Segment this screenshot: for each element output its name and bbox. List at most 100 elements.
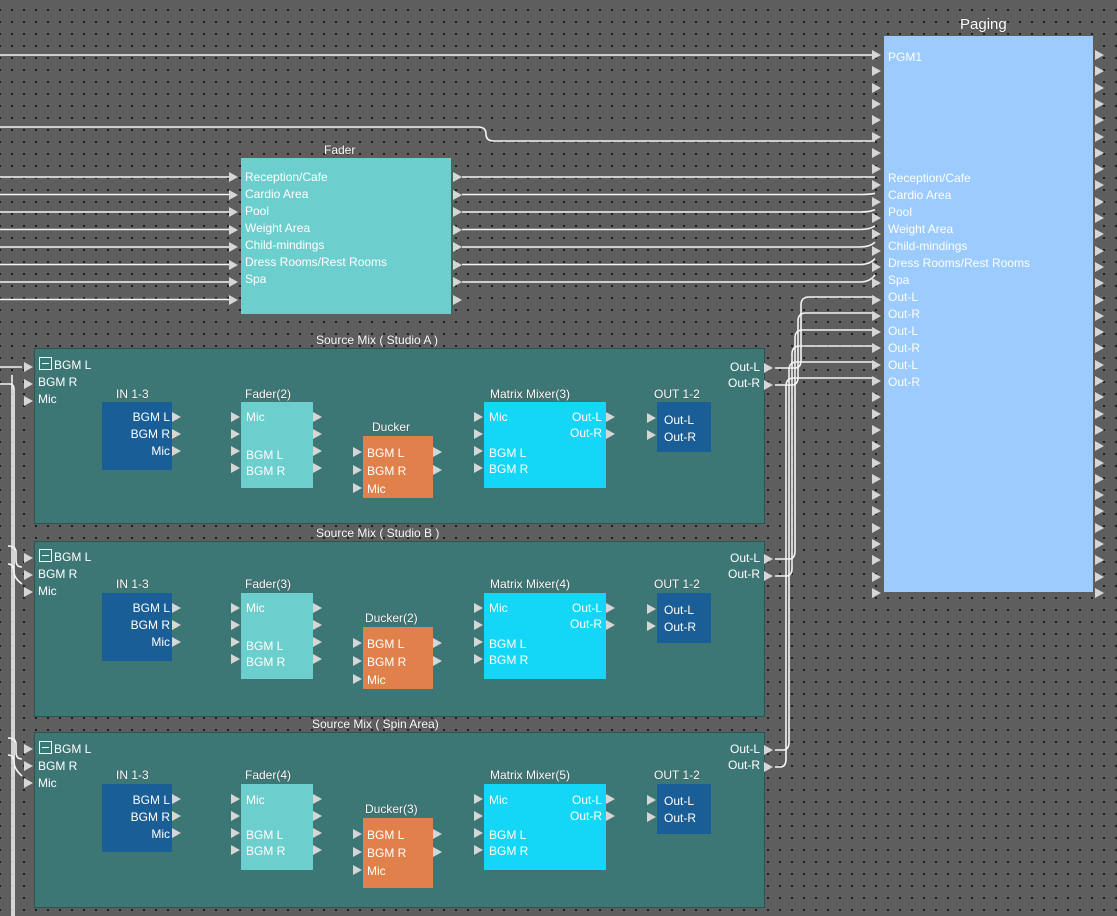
fader-output-port[interactable]	[453, 294, 462, 305]
paging-output-port[interactable]	[1095, 457, 1104, 468]
paging-input-port[interactable]	[872, 506, 881, 517]
paging-input-port[interactable]	[872, 490, 881, 501]
paging-output-port[interactable]	[1095, 408, 1104, 419]
paging-output-port[interactable]	[1095, 180, 1104, 191]
ducker-output-port[interactable]	[433, 447, 442, 457]
paging-output-port[interactable]	[1095, 539, 1104, 549]
sub-fader-input-port[interactable]	[231, 637, 240, 647]
in-block-output-port[interactable]	[172, 637, 181, 647]
paging-input-port[interactable]	[872, 522, 881, 533]
matrix-input-port[interactable]	[474, 620, 483, 630]
out-block-input-port[interactable]	[647, 430, 656, 440]
matrix-mixer-block[interactable]	[484, 784, 606, 870]
source-mix-input-port[interactable]	[24, 396, 33, 406]
paging-input-port[interactable]	[872, 164, 881, 175]
source-mix-output-port[interactable]	[764, 363, 773, 373]
sub-fader-input-port[interactable]	[231, 463, 240, 473]
paging-input-port[interactable]	[872, 98, 881, 109]
matrix-output-port[interactable]	[606, 429, 615, 439]
fader-output-port[interactable]	[453, 224, 462, 235]
paging-input-port[interactable]	[872, 343, 881, 354]
paging-input-port[interactable]	[872, 180, 881, 191]
paging-output-port[interactable]	[1095, 229, 1104, 240]
matrix-input-port[interactable]	[474, 654, 483, 664]
source-mix-output-port[interactable]	[764, 380, 773, 390]
sub-fader-output-port[interactable]	[313, 654, 322, 664]
paging-input-port[interactable]	[872, 115, 881, 126]
paging-output-port[interactable]	[1095, 424, 1104, 435]
matrix-output-port[interactable]	[606, 794, 615, 804]
paging-input-port[interactable]	[872, 213, 881, 223]
ducker-input-port[interactable]	[353, 829, 362, 839]
paging-input-port[interactable]	[872, 571, 881, 582]
ducker-input-port[interactable]	[353, 447, 362, 457]
paging-block[interactable]	[872, 36, 1104, 598]
sub-fader-input-port[interactable]	[231, 794, 240, 804]
sub-fader-input-port[interactable]	[231, 446, 240, 456]
paging-output-port[interactable]	[1095, 164, 1104, 175]
sub-fader-output-port[interactable]	[313, 603, 322, 613]
paging-output-port[interactable]	[1095, 473, 1104, 484]
matrix-input-port[interactable]	[474, 412, 483, 422]
out-block-input-port[interactable]	[647, 604, 656, 614]
fader-output-port[interactable]	[453, 189, 462, 200]
paging-input-port[interactable]	[872, 457, 881, 468]
ducker-input-port[interactable]	[353, 465, 362, 475]
out-block-input-port[interactable]	[647, 621, 656, 631]
paging-output-port[interactable]	[1095, 261, 1104, 272]
out-block[interactable]	[657, 784, 711, 834]
fader-input-port[interactable]	[229, 172, 238, 182]
paging-input-port[interactable]	[872, 310, 881, 321]
out-block-input-port[interactable]	[647, 413, 656, 423]
paging-output-port[interactable]	[1095, 327, 1104, 338]
paging-output-port[interactable]	[1095, 98, 1104, 109]
sub-fader-block[interactable]	[241, 784, 313, 870]
ducker-input-port[interactable]	[353, 865, 362, 875]
fader-output-port[interactable]	[453, 207, 462, 217]
fader-input-port[interactable]	[229, 189, 238, 200]
paging-output-port[interactable]	[1095, 587, 1104, 598]
paging-input-port[interactable]	[872, 245, 881, 256]
fader-input-port[interactable]	[229, 242, 238, 252]
source-mix-output-port[interactable]	[764, 571, 773, 581]
collapse-icon[interactable]	[39, 549, 52, 562]
ducker-input-port[interactable]	[353, 638, 362, 648]
paging-output-port[interactable]	[1095, 392, 1104, 403]
sub-fader-block[interactable]	[241, 402, 313, 488]
paging-input-port[interactable]	[872, 376, 881, 386]
sub-fader-input-port[interactable]	[231, 412, 240, 422]
matrix-input-port[interactable]	[474, 828, 483, 838]
paging-output-port[interactable]	[1095, 131, 1104, 142]
paging-output-port[interactable]	[1095, 245, 1104, 256]
ducker-output-port[interactable]	[433, 829, 442, 839]
matrix-input-port[interactable]	[474, 637, 483, 647]
fader-output-port[interactable]	[453, 259, 462, 270]
matrix-output-port[interactable]	[606, 412, 615, 422]
matrix-output-port[interactable]	[606, 620, 615, 630]
in-block-output-port[interactable]	[172, 446, 181, 456]
paging-input-port[interactable]	[872, 147, 881, 158]
paging-output-port[interactable]	[1095, 66, 1104, 77]
source-mix-input-port[interactable]	[24, 379, 33, 389]
ducker-input-port[interactable]	[353, 674, 362, 684]
paging-output-port[interactable]	[1095, 196, 1104, 207]
sub-fader-output-port[interactable]	[313, 446, 322, 456]
paging-input-port[interactable]	[872, 82, 881, 93]
ducker-output-port[interactable]	[433, 638, 442, 648]
paging-output-port[interactable]	[1095, 278, 1104, 289]
paging-input-port[interactable]	[872, 50, 881, 60]
paging-input-port[interactable]	[872, 66, 881, 77]
paging-input-port[interactable]	[872, 392, 881, 403]
paging-output-port[interactable]	[1095, 147, 1104, 158]
matrix-input-port[interactable]	[474, 845, 483, 855]
paging-output-port[interactable]	[1095, 441, 1104, 452]
fader-input-port[interactable]	[229, 259, 238, 270]
paging-output-port[interactable]	[1095, 522, 1104, 533]
ducker-input-port[interactable]	[353, 483, 362, 493]
source-mix-input-port[interactable]	[24, 570, 33, 580]
fader-block[interactable]	[229, 158, 462, 314]
in-block-output-port[interactable]	[172, 603, 181, 613]
in-block-output-port[interactable]	[172, 828, 181, 838]
ducker-block[interactable]	[363, 818, 433, 888]
out-block[interactable]	[657, 402, 711, 452]
